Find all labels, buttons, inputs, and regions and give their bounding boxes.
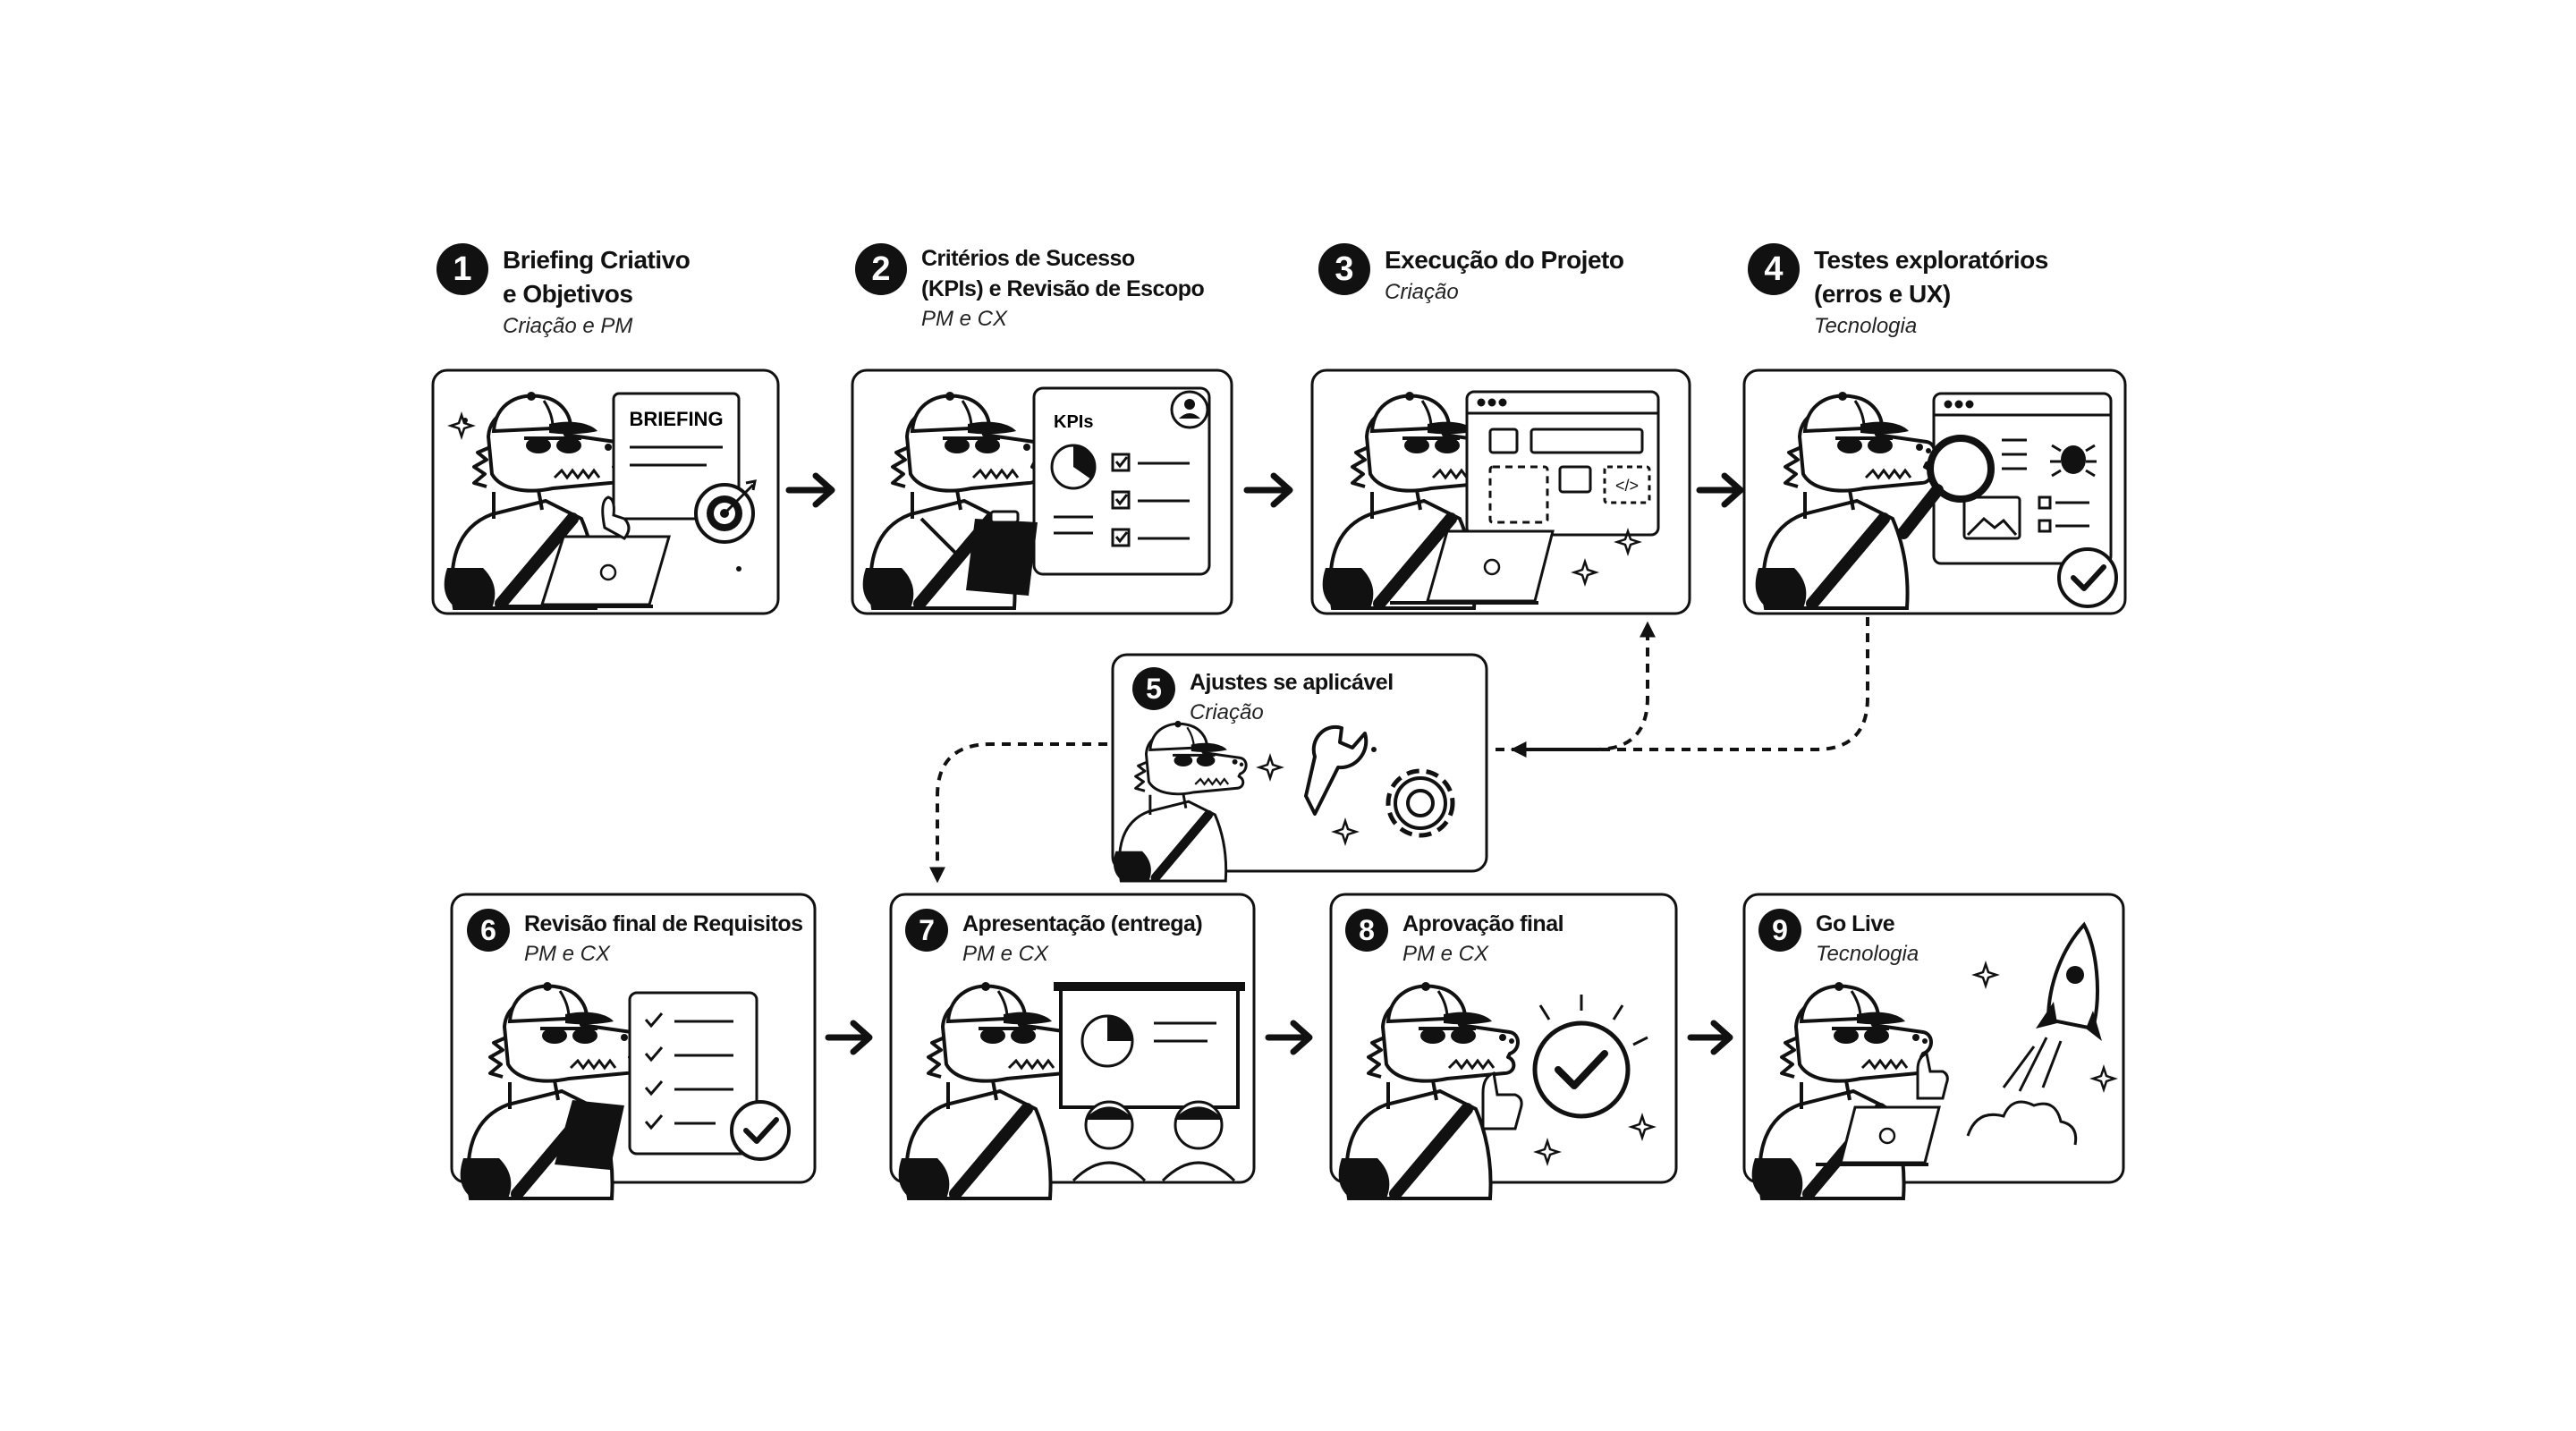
step-number: 6 xyxy=(467,909,510,952)
check-circle-icon xyxy=(2057,547,2118,608)
step-title: Aprovação final xyxy=(1402,911,1564,936)
flow-arrow xyxy=(825,1020,1733,1055)
step-team: Criação xyxy=(1385,280,1459,304)
kpi-panel-icon: KPIs xyxy=(1032,386,1211,576)
laptop-icon xyxy=(1816,1105,1941,1166)
step-title-line2: (KPIs) e Revisão de Escopo xyxy=(921,276,1205,301)
step-number: 9 xyxy=(1758,909,1801,952)
wrench-icon xyxy=(1304,724,1368,816)
presentation-board-icon xyxy=(1054,982,1245,1109)
step-6-header: 6 Revisão final de Requisitos PM e CX xyxy=(467,909,803,970)
step-title: Apresentação (entrega) xyxy=(962,911,1203,936)
step-9-illustration xyxy=(1742,893,2125,1198)
loop-connector xyxy=(929,617,1869,884)
thumbs-up-icon xyxy=(1481,1071,1523,1130)
step-5-illustration xyxy=(1113,653,1488,881)
check-circle-icon xyxy=(730,1100,791,1161)
step-number: 3 xyxy=(1318,243,1370,295)
flow-arrow xyxy=(785,472,1744,508)
step-1-illustration: BRIEFING xyxy=(431,368,780,615)
briefing-document-icon: BRIEFING xyxy=(612,392,741,521)
magnifier-icon xyxy=(1897,435,1995,539)
checklist-icon xyxy=(628,991,758,1156)
kpis-label: KPIs xyxy=(1054,412,1093,432)
step-6-illustration xyxy=(450,893,817,1198)
step-1-header: 1 Briefing Criativo e Objetivos Criação … xyxy=(436,243,691,342)
step-2-illustration: KPIs xyxy=(851,368,1233,615)
step-number: 4 xyxy=(1748,243,1800,295)
target-icon xyxy=(694,479,757,544)
step-title: Revisão final de Requisitos xyxy=(524,911,803,936)
clipboard-icon xyxy=(919,510,1038,596)
step-3-illustration: </> xyxy=(1310,368,1691,615)
rocket-icon xyxy=(1966,921,2102,1146)
audience-icon xyxy=(1072,1100,1236,1182)
step-5-header: 5 Ajustes se aplicável Criação xyxy=(1132,667,1394,728)
step-8-illustration xyxy=(1329,893,1678,1198)
step-team: PM e CX xyxy=(921,307,1008,331)
step-title: Ajustes se aplicável xyxy=(1190,670,1394,695)
step-number: 1 xyxy=(436,243,488,295)
clipboard-icon xyxy=(555,1100,624,1170)
step-title: Critérios de Sucesso xyxy=(921,246,1135,271)
step-4-header: 4 Testes exploratórios (erros e UX) Tecn… xyxy=(1748,243,2048,342)
step-team: PM e CX xyxy=(962,942,1049,966)
step-title-line2: (erros e UX) xyxy=(1814,280,1951,308)
step-title: Testes exploratórios xyxy=(1814,246,2048,274)
bug-icon xyxy=(2050,444,2097,478)
step-8-header: 8 Aprovação final PM e CX xyxy=(1345,909,1564,970)
step-3-header: 3 Execução do Projeto Criação xyxy=(1318,243,1624,308)
step-team: PM e CX xyxy=(524,942,611,966)
step-2-header: 2 Critérios de Sucesso (KPIs) e Revisão … xyxy=(855,243,1205,334)
laptop-icon xyxy=(1390,529,1555,605)
step-team: Tecnologia xyxy=(1816,942,1919,966)
code-icon: </> xyxy=(1615,477,1639,495)
browser-wireframe-icon: </> xyxy=(1465,390,1660,537)
step-number: 7 xyxy=(905,909,948,952)
step-9-header: 9 Go Live Tecnologia xyxy=(1758,909,1919,970)
thumbs-up-icon xyxy=(1916,1051,1949,1100)
step-7-illustration xyxy=(889,893,1256,1198)
step-title: Go Live xyxy=(1816,911,1895,936)
briefing-label: BRIEFING xyxy=(629,408,723,430)
step-7-header: 7 Apresentação (entrega) PM e CX xyxy=(905,909,1203,970)
step-team: Criação e PM xyxy=(503,314,633,338)
step-team: Criação xyxy=(1190,700,1264,724)
step-4-illustration xyxy=(1742,368,2127,615)
step-title-line2: e Objetivos xyxy=(503,280,633,308)
step-title: Briefing Criativo xyxy=(503,246,691,274)
gear-icon xyxy=(1385,768,1455,838)
laptop-icon xyxy=(501,535,671,608)
step-title: Execução do Projeto xyxy=(1385,246,1624,274)
step-number: 2 xyxy=(855,243,907,295)
step-number: 8 xyxy=(1345,909,1388,952)
check-circle-icon xyxy=(1532,995,1648,1119)
step-number: 5 xyxy=(1132,667,1175,710)
step-team: PM e CX xyxy=(1402,942,1489,966)
step-team: Tecnologia xyxy=(1814,314,1918,338)
